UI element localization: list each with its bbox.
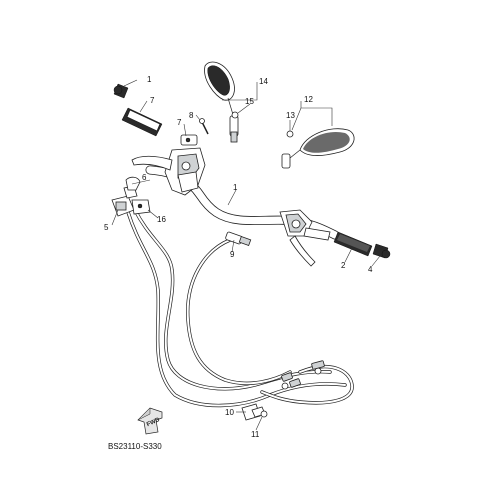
- diagram-code: BS23110-S330: [108, 442, 162, 451]
- forward-direction-icon: FWD: [137, 407, 163, 435]
- callout-16: 16: [157, 215, 166, 224]
- callout-11: 11: [251, 430, 260, 439]
- nut-13: [286, 130, 294, 138]
- nut-15: [231, 111, 239, 119]
- callout-13: 13: [286, 111, 295, 120]
- callout-4-left: 1: [147, 75, 152, 84]
- right-bar-end: [372, 243, 391, 259]
- callout-2: 2: [341, 261, 346, 270]
- callout-5: 5: [104, 223, 109, 232]
- right-lever-holder: [279, 209, 331, 267]
- callout-14: 14: [259, 77, 268, 86]
- throttle-and-clutch-cables: [126, 208, 354, 408]
- callout-7: 7: [177, 118, 182, 127]
- left-mirror: [204, 61, 239, 143]
- callout-1: 1: [233, 183, 238, 192]
- left-lever-holder: [131, 147, 206, 196]
- callout-15: 15: [245, 97, 254, 106]
- right-mirror: [281, 128, 355, 169]
- callout-9: 9: [230, 250, 235, 259]
- callout-12: 12: [304, 95, 313, 104]
- callout-numbers: 1 7 1 2 4 5 6 7 8 9 10 11 12 13 14 15 16: [104, 75, 373, 439]
- left-bar-end: [113, 83, 129, 99]
- throttle-grip: [333, 231, 373, 257]
- fwd-label: FWD: [146, 417, 162, 428]
- callout-4-right: 4: [368, 265, 373, 274]
- holder-16: [131, 199, 151, 215]
- cable-adjuster-9: [225, 231, 252, 247]
- leader-lines: [111, 79, 381, 431]
- callout-10: 10: [225, 408, 234, 417]
- screw-8: [199, 118, 209, 135]
- bolt-11: [260, 410, 268, 418]
- callout-3: 7: [150, 96, 155, 105]
- callout-8: 8: [189, 111, 194, 120]
- left-grip: [121, 107, 163, 137]
- holder-7: [180, 134, 198, 146]
- callout-6: 6: [142, 173, 147, 182]
